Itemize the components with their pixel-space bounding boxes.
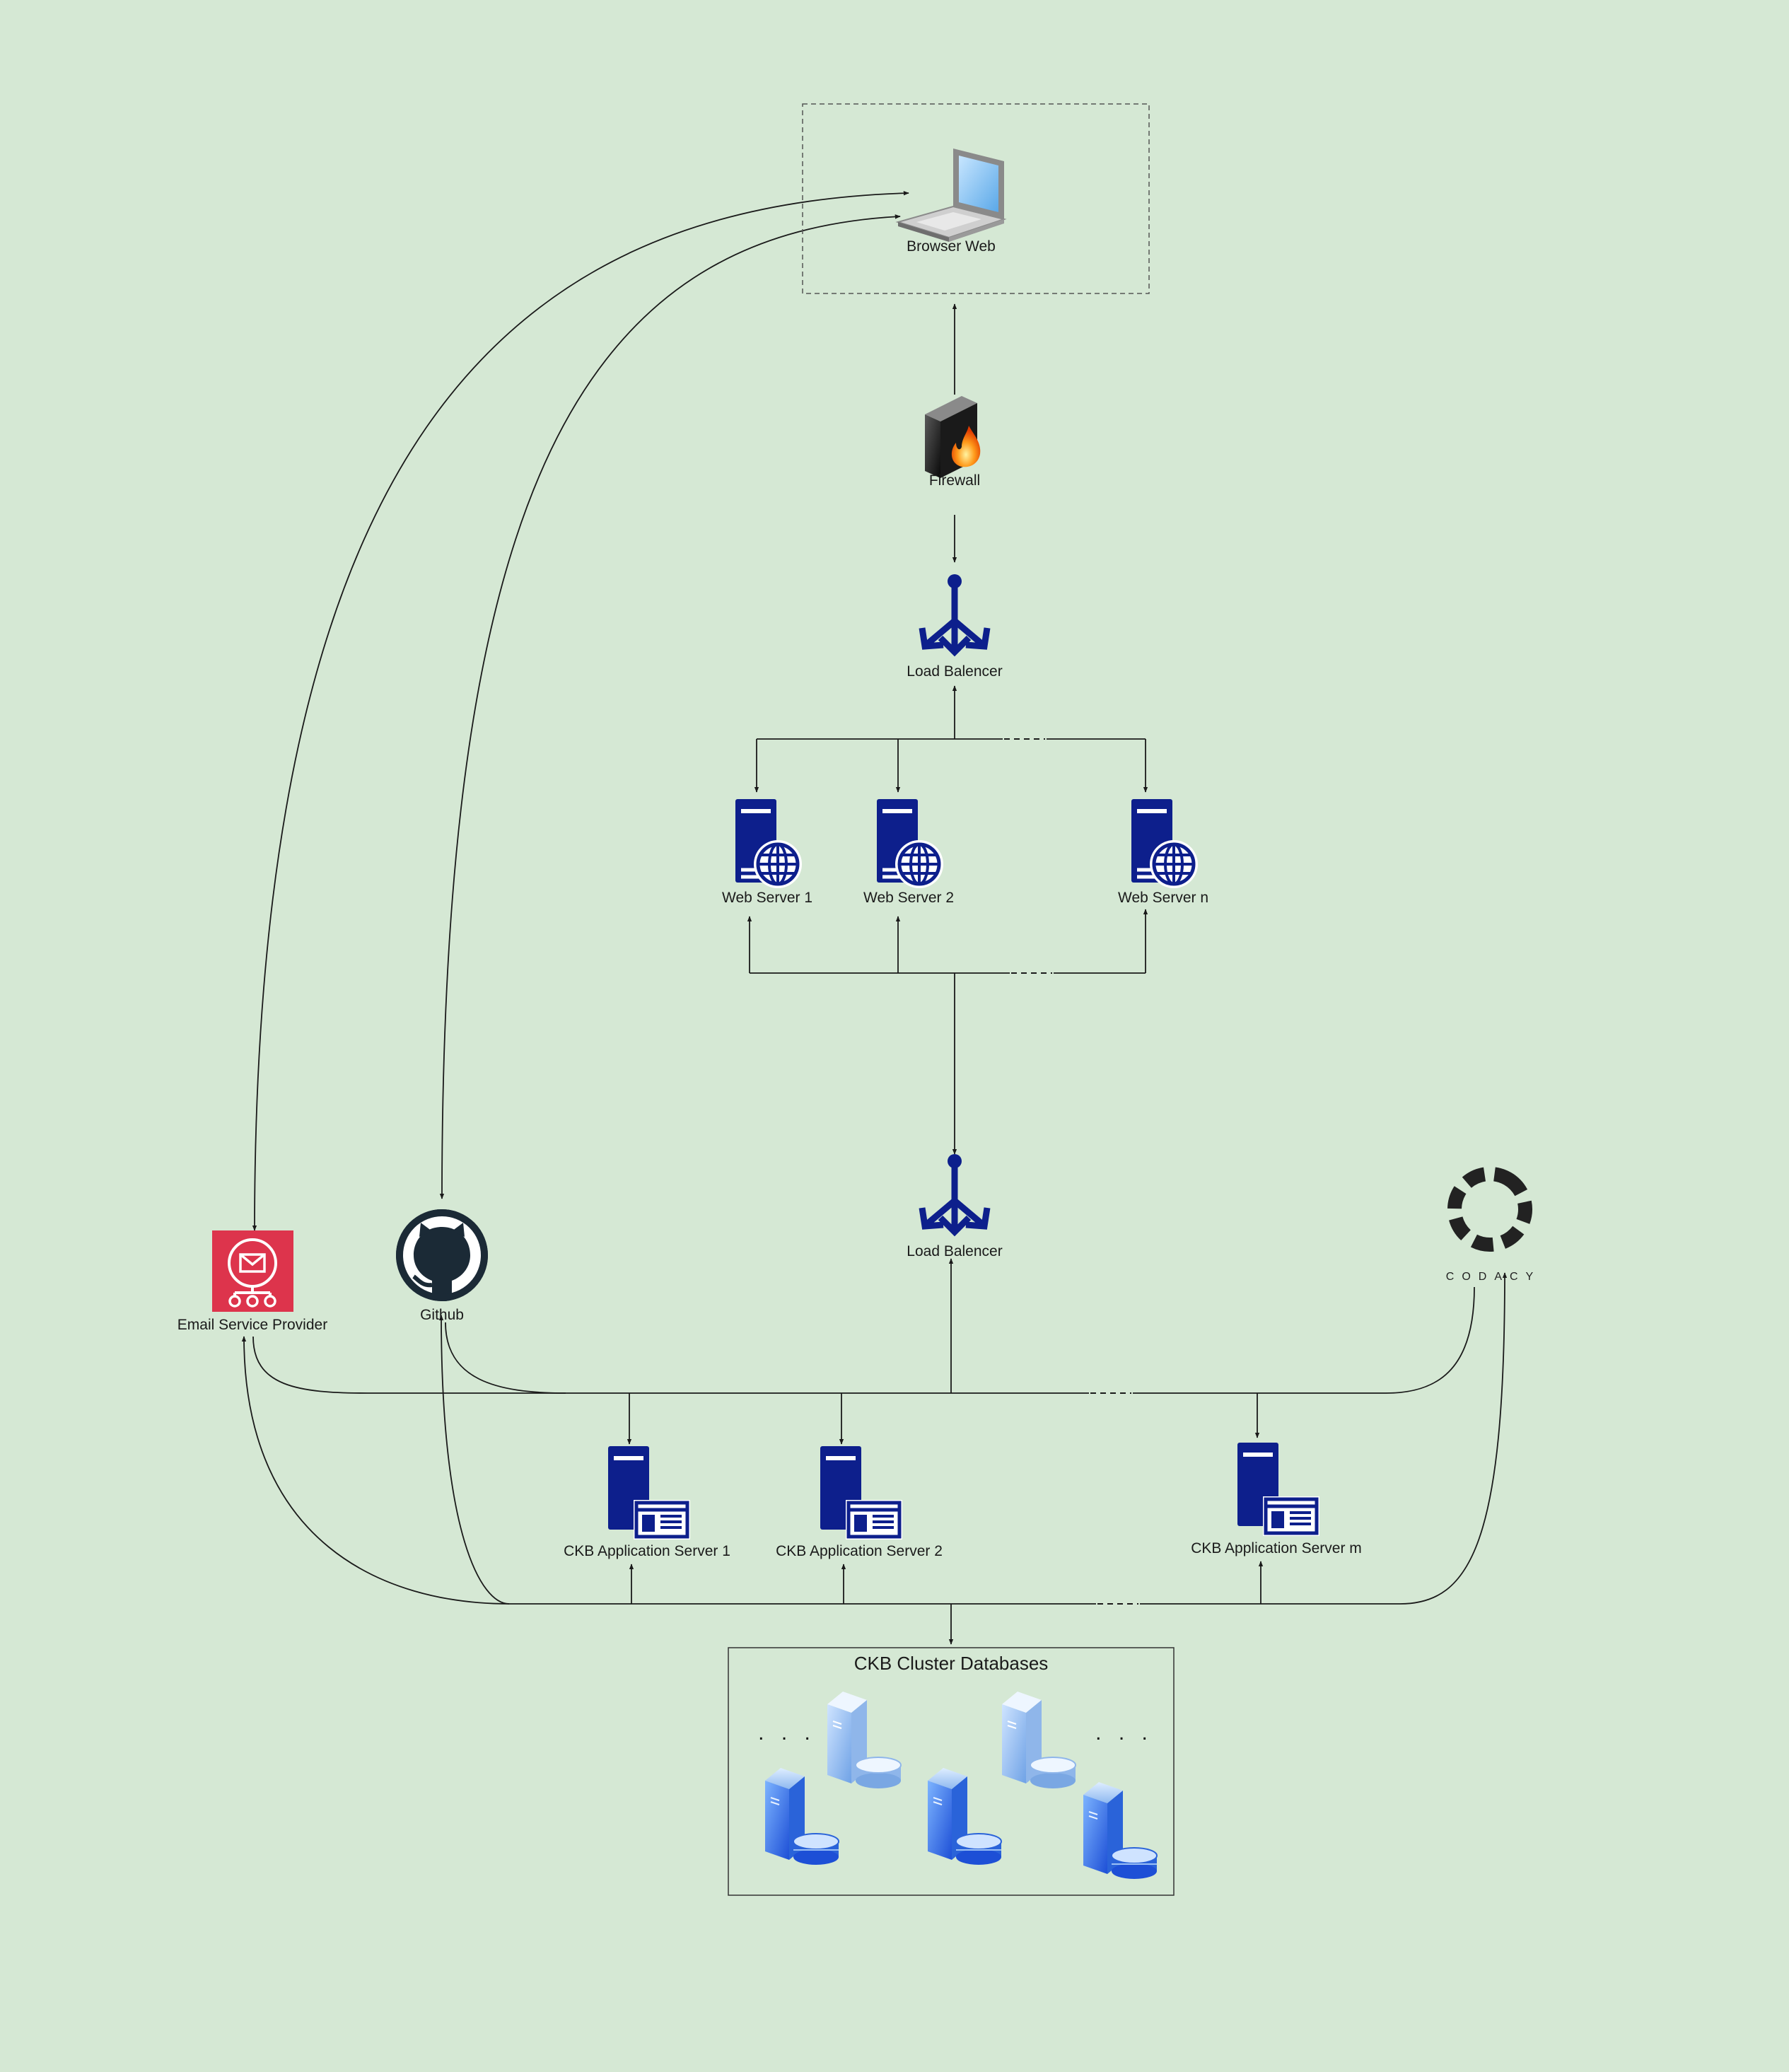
firewall-icon xyxy=(925,396,981,478)
edge-lb-webservers-bus xyxy=(754,685,1148,793)
load-balancer-icon xyxy=(922,1154,987,1232)
database-cluster: CKB Cluster Databases . . . . . . xyxy=(728,1647,1175,1896)
app-server-icon xyxy=(1237,1443,1319,1536)
app-server-m: CKB Application Server m xyxy=(1191,1443,1362,1556)
database-server-icon xyxy=(927,1767,1002,1866)
github-node: Github xyxy=(396,1209,488,1323)
app-server-label: CKB Application Server 1 xyxy=(564,1543,730,1559)
firewall-label: Firewall xyxy=(929,472,980,489)
web-server-label: Web Server n xyxy=(1118,890,1208,906)
web-server-label: Web Server 1 xyxy=(722,890,812,906)
web-server-label: Web Server 2 xyxy=(863,890,954,906)
database-server-icon xyxy=(764,1767,839,1866)
database-ellipsis-right: . . . xyxy=(1095,1721,1153,1745)
load-balancer-mid-label: Load Balencer xyxy=(907,1243,1002,1259)
web-server-icon xyxy=(1131,799,1198,888)
database-server-icon xyxy=(827,1691,902,1789)
load-balancer-icon xyxy=(922,574,987,652)
web-server-n: Web Server n xyxy=(1118,799,1208,906)
app-server-icon xyxy=(608,1446,690,1540)
codacy-logo-icon xyxy=(1447,1167,1532,1252)
load-balancer-top-label: Load Balencer xyxy=(907,663,1002,680)
web-server-2: Web Server 2 xyxy=(863,799,954,906)
web-server-icon xyxy=(877,799,943,888)
load-balancer-mid: Load Balencer xyxy=(907,1154,1003,1259)
app-server-2: CKB Application Server 2 xyxy=(776,1446,943,1559)
database-cluster-frame xyxy=(728,1647,1175,1896)
database-server-icon xyxy=(1083,1781,1158,1880)
edge-email-browser xyxy=(252,191,909,1231)
web-server-1: Web Server 1 xyxy=(722,799,812,906)
database-ellipsis-left: . . . xyxy=(758,1721,816,1745)
browser-group: Browser Web xyxy=(802,103,1150,294)
app-server-label: CKB Application Server 2 xyxy=(776,1543,943,1559)
connections xyxy=(241,191,1508,1645)
app-server-1: CKB Application Server 1 xyxy=(564,1446,730,1559)
app-server-icon xyxy=(820,1446,902,1540)
browser-group-frame xyxy=(802,103,1150,294)
github-icon xyxy=(396,1209,488,1301)
firewall-node: Firewall xyxy=(925,396,981,489)
database-server-icon xyxy=(1001,1691,1076,1789)
app-server-label: CKB Application Server m xyxy=(1191,1540,1362,1556)
email-service-label: Email Service Provider xyxy=(177,1317,327,1333)
web-server-icon xyxy=(735,799,802,888)
edge-github-browser xyxy=(439,214,901,1199)
codacy-wordmark: CODACY xyxy=(1446,1271,1541,1283)
email-service-icon xyxy=(212,1230,293,1312)
load-balancer-top: Load Balencer xyxy=(907,574,1003,680)
laptop-icon xyxy=(895,149,1007,242)
github-label: Github xyxy=(420,1307,464,1323)
edge-appservers-db-bus xyxy=(241,1272,1508,1645)
browser-label: Browser Web xyxy=(907,238,996,255)
edge-webservers-lb-bus xyxy=(747,909,1148,1155)
database-cluster-title: CKB Cluster Databases xyxy=(854,1653,1049,1674)
codacy-node: CODACY xyxy=(1446,1167,1541,1283)
email-service-node: Email Service Provider xyxy=(177,1230,327,1333)
